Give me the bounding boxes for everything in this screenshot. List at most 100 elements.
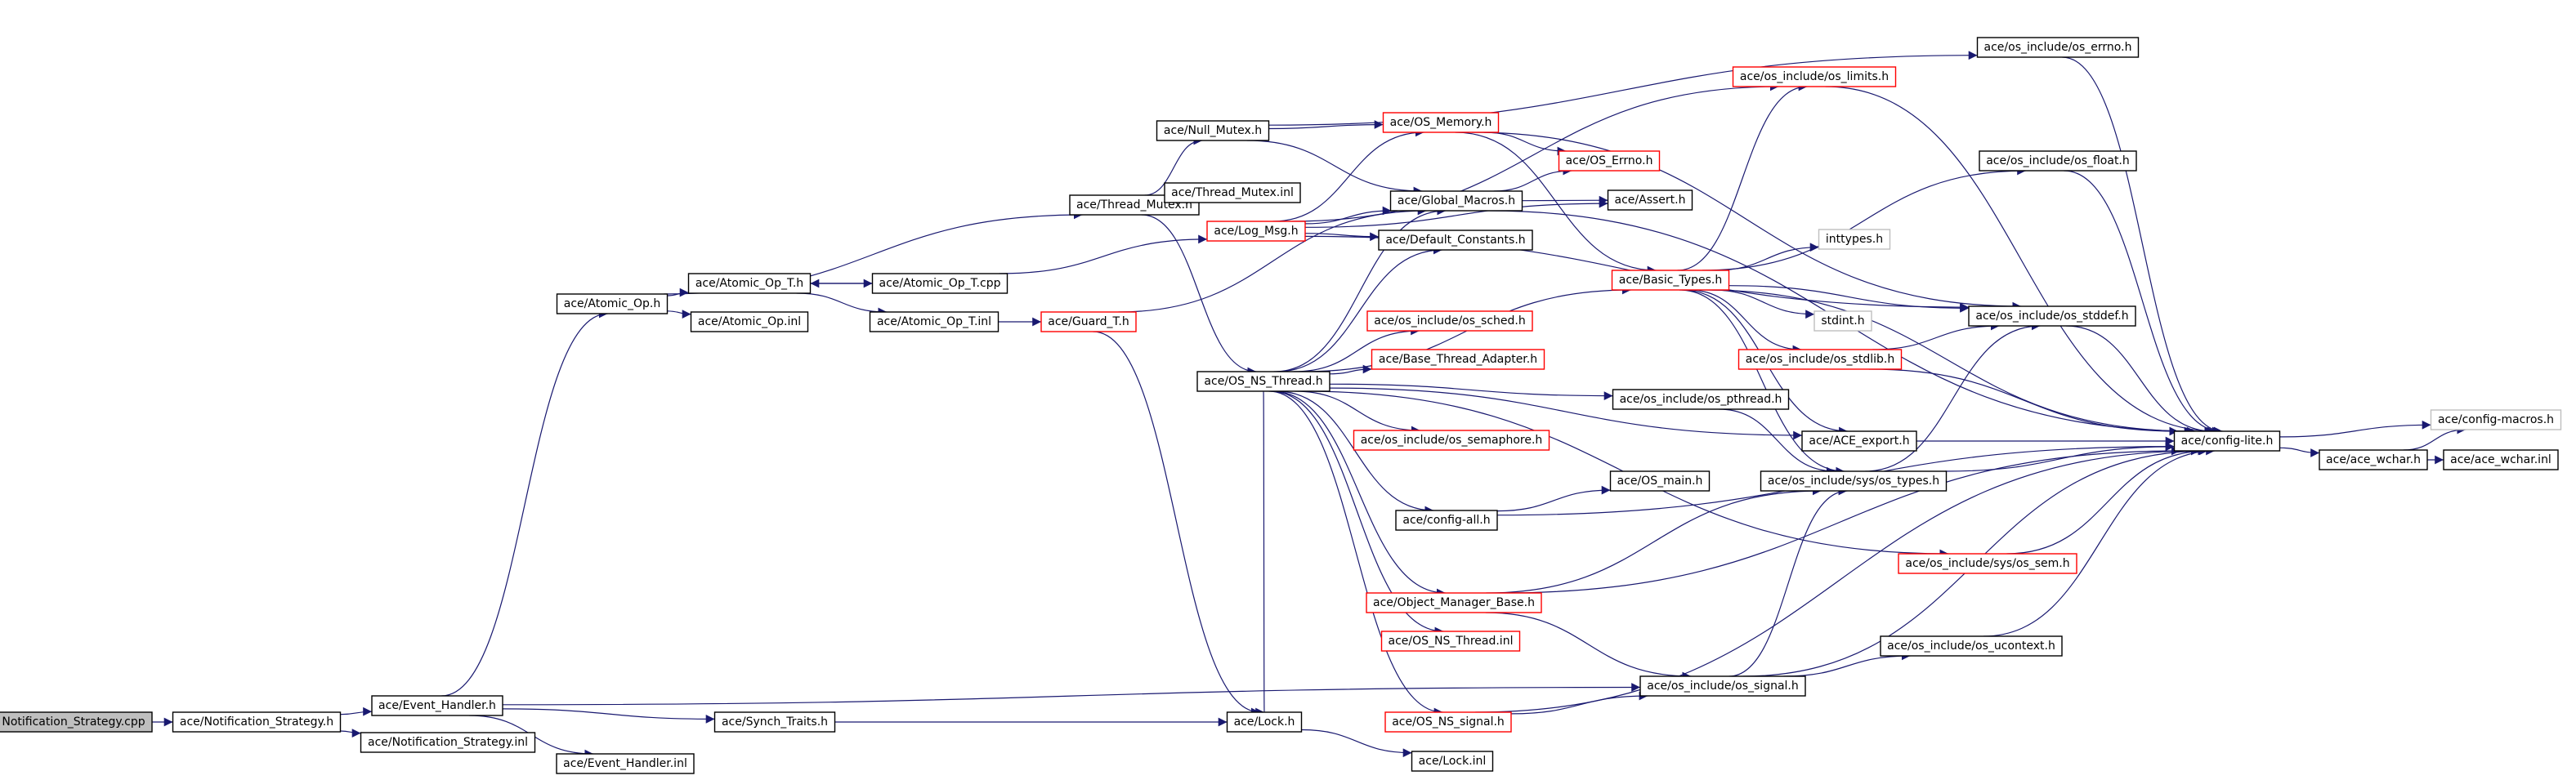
dependency-arrow <box>1304 198 1608 228</box>
graph-node[interactable]: ace/Event_Handler.h <box>371 695 503 716</box>
dependency-arrow <box>1719 408 1836 476</box>
node-label: ace/os_include/os_semaphore.h <box>1361 434 1543 447</box>
dependency-arrow <box>2064 170 2221 436</box>
graph-node[interactable]: ace/Guard_T.h <box>1040 311 1137 332</box>
graph-node[interactable]: ace/Global_Macros.h <box>1389 190 1523 212</box>
graph-node[interactable]: ace/Assert.h <box>1607 189 1693 211</box>
graph-node[interactable]: ace/ACE_export.h <box>1801 430 1917 452</box>
node-box <box>2443 449 2559 470</box>
node-label: ace/Event_Handler.inl <box>563 757 687 770</box>
dependency-arrow <box>2403 425 2466 451</box>
graph-node[interactable]: ace/OS_Errno.h <box>1558 150 1661 172</box>
graph-node[interactable]: ace/config-lite.h <box>2173 430 2281 452</box>
node-label: ace/Guard_T.h <box>1048 315 1129 328</box>
node-box <box>1366 310 1533 332</box>
node-label: ace/os_include/os_limits.h <box>1740 70 1889 83</box>
graph-node[interactable]: ace/Null_Mutex.h <box>1156 120 1270 141</box>
node-box <box>2430 409 2562 430</box>
dependency-arrow <box>1944 442 2175 472</box>
graph-node[interactable]: ace/ace_wchar.h <box>2319 449 2428 470</box>
graph-node[interactable]: ace/Notification_Strategy.inl <box>360 732 536 753</box>
graph-node[interactable]: ace/Basic_Types.h <box>1611 270 1730 291</box>
graph-node[interactable]: ace/Default_Constants.h <box>1378 230 1533 251</box>
node-box <box>1384 711 1512 733</box>
node-box <box>360 732 536 753</box>
node-label: ace/OS_Errno.h <box>1566 154 1653 167</box>
node-label: ace/config-macros.h <box>2438 413 2554 426</box>
graph-node[interactable]: stdint.h <box>1813 310 1872 332</box>
dependency-arrow <box>1295 390 1420 435</box>
dependency-arrow <box>502 708 715 724</box>
graph-node[interactable]: ace/os_include/sys/os_types.h <box>1760 470 1948 492</box>
graph-node[interactable]: ace/OS_NS_Thread.inl <box>1380 631 1521 652</box>
node-box <box>1411 751 1494 772</box>
graph-node[interactable]: ace/os_include/os_pthread.h <box>1612 389 1790 410</box>
node-box <box>713 711 836 733</box>
dependency-arrow <box>340 706 373 716</box>
dependency-arrow <box>1268 390 1443 717</box>
graph-node[interactable]: ace/os_include/os_sched.h <box>1366 310 1533 332</box>
graph-node[interactable]: ace/Atomic_Op.inl <box>690 311 809 332</box>
dependency-arrow <box>1983 446 2216 637</box>
node-label: ace/os_include/os_ucontext.h <box>1887 640 2055 653</box>
node-label: ace/Lock.h <box>1234 715 1295 729</box>
node-label: ace/Assert.h <box>1615 194 1686 207</box>
dependency-arrow <box>1273 206 1447 372</box>
graph-node[interactable]: ace/os_include/sys/os_sem.h <box>1898 553 2077 574</box>
graph-node[interactable]: ace/os_include/os_signal.h <box>1639 675 1806 697</box>
node-label: ace/os_include/os_stddef.h <box>1975 310 2128 323</box>
graph-node[interactable]: inttypes.h <box>1818 229 1891 250</box>
graph-node[interactable]: ace/os_include/os_semaphore.h <box>1353 430 1550 451</box>
node-label: inttypes.h <box>1826 233 1883 246</box>
dependency-arrow <box>1291 82 1779 222</box>
node-box <box>1732 66 1897 87</box>
dependency-arrow <box>1475 446 2200 713</box>
node-label: ace/Global_Macros.h <box>1398 194 1515 207</box>
node-box <box>871 273 1008 294</box>
graph-node[interactable]: ace/os_include/os_errno.h <box>1976 37 2140 58</box>
dependency-arrow <box>2065 325 2214 436</box>
graph-node[interactable]: ace/OS_main.h <box>1609 470 1711 492</box>
graph-node[interactable]: ace/Atomic_Op.h <box>556 293 669 314</box>
graph-node[interactable]: ace/config-all.h <box>1395 510 1498 531</box>
graph-node[interactable]: ace/os_include/os_stdlib.h <box>1737 349 1903 370</box>
graph-node[interactable]: ace/Base_Thread_Adapter.h <box>1371 349 1545 370</box>
dependency-arrow <box>1329 383 1613 400</box>
node-label: ace/os_include/os_pthread.h <box>1620 393 1782 406</box>
node-label: ace/Default_Constants.h <box>1385 234 1525 247</box>
graph-node[interactable]: ace/os_include/os_stddef.h <box>1968 305 2136 327</box>
dependency-arrow <box>1329 364 1372 375</box>
graph-node[interactable]: ace/os_include/os_ucontext.h <box>1880 635 2063 657</box>
graph-node[interactable]: ace/Synch_Traits.h <box>713 711 836 733</box>
graph-node[interactable]: ace/Thread_Mutex.inl <box>1164 182 1301 203</box>
graph-node[interactable]: ace/OS_Memory.h <box>1382 112 1500 133</box>
graph-node[interactable]: Notification_Strategy.cpp <box>0 711 153 733</box>
dependency-arrow <box>1783 651 1911 677</box>
graph-node[interactable]: ace/Atomic_Op_T.cpp <box>871 273 1008 294</box>
graph-node[interactable]: ace/Lock.inl <box>1411 751 1494 772</box>
graph-node[interactable]: ace/OS_NS_signal.h <box>1384 711 1512 733</box>
node-label: ace/Atomic_Op.inl <box>698 315 801 328</box>
node-label: ace/Log_Msg.h <box>1214 225 1298 238</box>
graph-node[interactable]: ace/Object_Manager_Base.h <box>1366 592 1542 613</box>
node-box <box>1813 310 1872 332</box>
graph-node[interactable]: ace/os_include/os_float.h <box>1979 150 2137 172</box>
graph-node[interactable]: ace/os_include/os_limits.h <box>1732 66 1897 87</box>
dependency-arrow <box>1496 485 1611 512</box>
node-box <box>1968 305 2136 327</box>
graph-node[interactable]: ace/Atomic_Op_T.h <box>687 273 812 294</box>
graph-node[interactable]: ace/Lock.h <box>1226 711 1303 733</box>
graph-node[interactable]: ace/Event_Handler.inl <box>556 753 695 774</box>
graph-node[interactable]: ace/OS_NS_Thread.h <box>1196 371 1330 392</box>
graph-node[interactable]: ace/ace_wchar.inl <box>2443 449 2559 470</box>
graph-node[interactable]: ace/Notification_Strategy.h <box>172 711 342 733</box>
dependency-arrow <box>1702 166 2027 271</box>
graph-node[interactable]: ace/Atomic_Op_T.inl <box>869 311 1000 332</box>
graph-node[interactable]: ace/config-macros.h <box>2430 409 2562 430</box>
dependency-arrow <box>340 729 361 738</box>
node-box <box>1801 430 1917 452</box>
dependency-arrow <box>1268 51 1978 126</box>
graph-node[interactable]: ace/Log_Msg.h <box>1206 221 1306 242</box>
dependency-arrow <box>441 309 608 697</box>
